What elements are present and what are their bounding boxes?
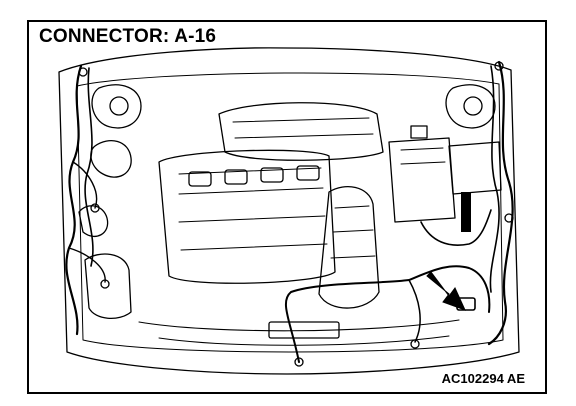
wiring-harness-right <box>487 60 514 346</box>
wiring-harness-left <box>65 64 83 336</box>
washer-reservoir <box>84 253 132 319</box>
connector-title: CONNECTOR: A-16 <box>37 26 219 48</box>
air-duct <box>318 186 380 309</box>
front-harness <box>284 265 491 363</box>
hood-outline <box>58 47 520 375</box>
battery <box>388 137 456 223</box>
left-strut-tower <box>91 84 142 129</box>
diagram-frame: CONNECTOR: A-16 <box>27 20 547 394</box>
inner-body-line <box>76 72 504 353</box>
connector-arrow <box>426 271 466 311</box>
figure-code: AC102294 AE <box>439 371 527 386</box>
engine-block <box>158 149 336 284</box>
engine-compartment-drawing <box>58 47 520 375</box>
right-strut-tower <box>445 84 496 129</box>
intake-cover <box>218 102 384 161</box>
